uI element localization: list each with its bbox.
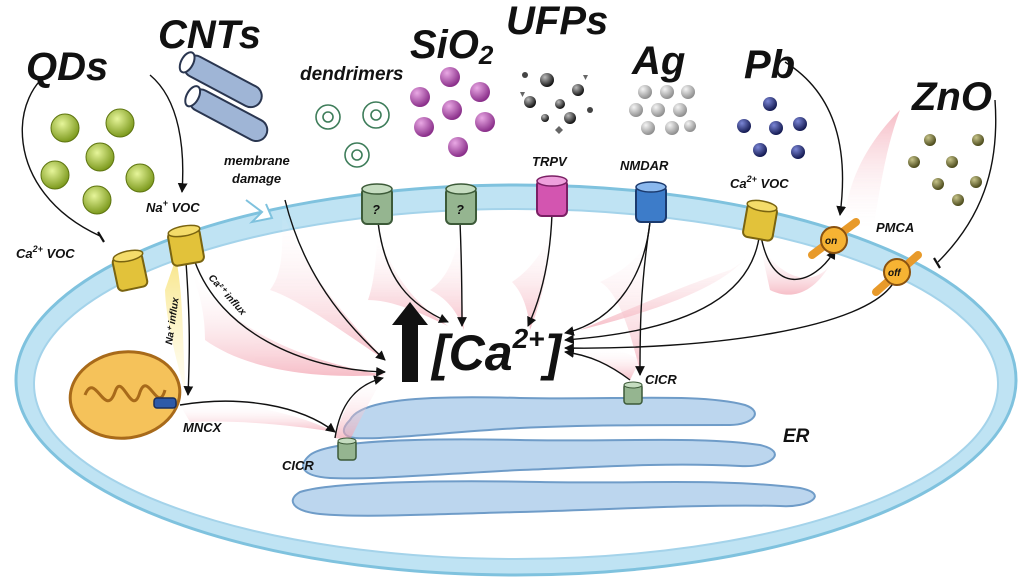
ca-voc-left-suffix: VOC — [43, 246, 75, 261]
pmca-pump-off: off — [872, 251, 922, 296]
unknown-channel-sio2: ? — [445, 183, 477, 225]
ufps-label: UFPs — [506, 0, 608, 43]
ag-label: Ag — [631, 39, 685, 83]
cnts-label: CNTs — [158, 13, 261, 57]
calcium-increase: [Ca2+] — [392, 302, 564, 382]
trpv-channel — [536, 175, 568, 217]
ca-voc-right-superscript: 2+ — [746, 174, 758, 184]
nmdar-channel — [635, 181, 667, 223]
dendrimers-label: dendrimers — [300, 64, 403, 85]
dendrimer-particles — [315, 101, 390, 168]
na-voc-label: Na — [146, 200, 163, 215]
mitochondrion — [68, 350, 182, 440]
cicr-channel-left — [337, 437, 357, 461]
ca-voc-right-suffix: VOC — [757, 176, 789, 191]
ag-particles — [629, 85, 696, 135]
sio2-particles — [410, 67, 495, 157]
ufp-particles — [520, 72, 593, 134]
mncx-transporter — [153, 397, 177, 409]
ca-voc-channel-left — [111, 249, 149, 292]
membrane-damage-notch — [245, 199, 274, 224]
sio2-subscript: 2 — [478, 40, 494, 70]
mncx-label: MNCX — [183, 420, 223, 435]
svg-text:Ca2+ VOC: Ca2+ VOC — [730, 174, 789, 191]
pmca-off-label: off — [888, 268, 902, 279]
cicr-left-label: CICR — [282, 458, 314, 473]
unknown-marker-2: ? — [456, 202, 464, 217]
sio2-label: SiO — [410, 23, 479, 67]
ca-voc-channel-right — [742, 199, 778, 242]
nmdar-label: NMDAR — [620, 158, 669, 173]
zno-particles — [908, 134, 984, 206]
pmca-pump-on: on — [808, 218, 860, 259]
ca-voc-right-label: Ca — [730, 176, 747, 191]
qds-label: QDs — [26, 45, 108, 89]
cicr-channel-right — [623, 381, 643, 405]
pmca-label: PMCA — [876, 220, 914, 235]
er-label: ER — [783, 426, 810, 447]
svg-text:Ca2+ VOC: Ca2+ VOC — [16, 244, 75, 261]
unknown-marker-1: ? — [372, 202, 380, 217]
svg-text:SiO2: SiO2 — [410, 23, 494, 70]
ca-voc-left-superscript: 2+ — [32, 244, 44, 254]
svg-text:Na+ VOC: Na+ VOC — [146, 198, 200, 215]
na-voc-suffix: VOC — [168, 200, 200, 215]
na-influx-flux — [165, 258, 186, 395]
svg-text:[Ca2+]: [Ca2+] — [430, 323, 564, 381]
cnt-tubes — [178, 51, 269, 143]
cicr-right-label: CICR — [645, 372, 677, 387]
ca-voc-left-label: Ca — [16, 246, 33, 261]
qd-particles — [40, 108, 155, 215]
membrane-damage-label-1: membrane — [224, 153, 290, 168]
cell-interior — [33, 208, 999, 560]
na-voc-superscript: + — [163, 198, 169, 208]
membrane-damage-label-2: damage — [232, 171, 281, 186]
flux-arrows — [21, 61, 997, 439]
pb-particles — [737, 97, 807, 159]
endoplasmic-reticulum — [291, 396, 816, 517]
pmca-on-label: on — [825, 236, 837, 247]
pb-label: Pb — [744, 43, 795, 87]
calcium-flux-shapes — [180, 110, 900, 440]
na-voc-channel — [167, 224, 205, 267]
unknown-channel-dendrimers: ? — [361, 183, 393, 225]
zno-label: ZnO — [911, 75, 992, 119]
ca-center-superscript: 2+ — [512, 323, 545, 354]
trpv-label: TRPV — [532, 154, 568, 169]
ca-center-label: [Ca — [430, 325, 513, 381]
